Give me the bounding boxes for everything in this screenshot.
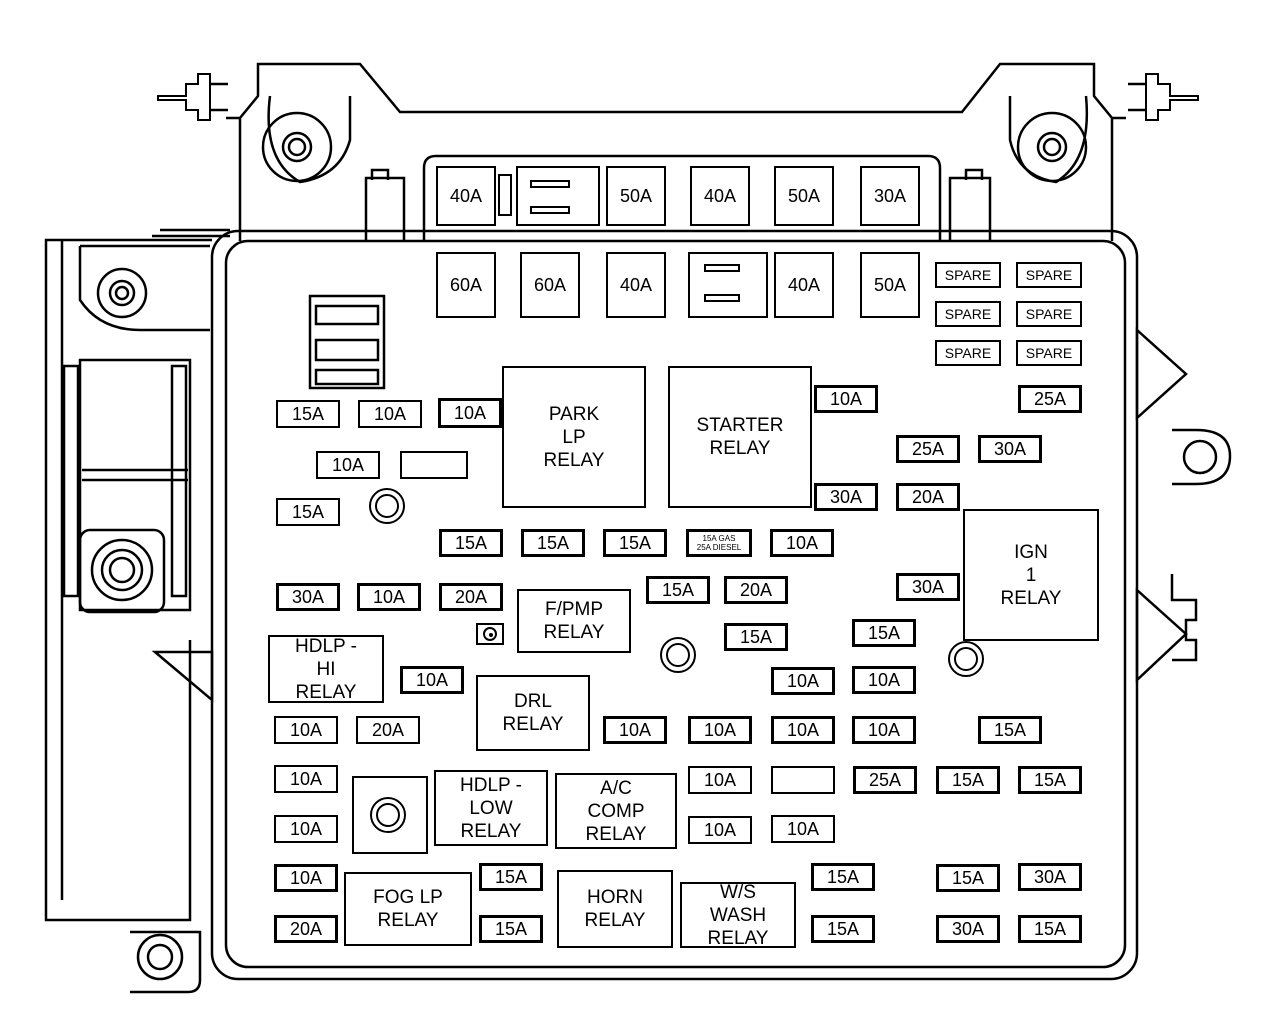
maxi-fuse: 50A	[774, 166, 834, 226]
fuse: 15A	[276, 498, 340, 526]
fuse: 10A	[688, 816, 752, 844]
fuse: 10A	[688, 716, 752, 744]
maxi-fuse: 50A	[606, 166, 666, 226]
diode-terminal	[704, 264, 740, 272]
diode-slot	[688, 252, 768, 318]
fuse: 10A	[316, 451, 380, 479]
fuse: 15A	[811, 863, 875, 891]
fuse: 20A	[439, 583, 503, 611]
fuse: 10A	[438, 398, 502, 428]
fuse: 10A	[688, 766, 752, 794]
fuse: 10A	[771, 815, 835, 843]
fuse: 25A	[896, 435, 960, 463]
gas-diesel-fuse: 15A GAS 25A DIESEL	[686, 529, 752, 557]
fuse: 10A	[274, 815, 338, 843]
fuse: 25A	[853, 766, 917, 794]
maxi-fuse: 60A	[436, 252, 496, 318]
fuse: 30A	[896, 573, 960, 601]
diesel-fuse-label: 25A DIESEL	[696, 543, 742, 552]
fuse: 20A	[356, 716, 420, 744]
ac-comp-relay: A/C COMP RELAY	[555, 773, 677, 849]
fuse: 10A	[400, 666, 464, 694]
maxi-fuse-slot	[498, 174, 512, 216]
mounting-hole	[369, 488, 405, 524]
spare-fuse-slot: SPARE	[1016, 301, 1082, 327]
ws-wash-relay: W/S WASH RELAY	[680, 882, 796, 949]
fuse: 15A	[1018, 766, 1082, 794]
fuse: 30A	[276, 583, 340, 611]
empty-fuse-slot	[400, 451, 468, 479]
spare-fuse-slot: SPARE	[935, 262, 1001, 288]
fuse: 10A	[771, 667, 835, 695]
maxi-fuse: 40A	[690, 166, 750, 226]
hdlp-hi-relay: HDLP - HI RELAY	[268, 635, 384, 703]
park-lp-relay: PARK LP RELAY	[502, 366, 646, 508]
fuse: 15A	[439, 529, 503, 557]
fuse: 20A	[274, 915, 338, 943]
fog-lp-relay: FOG LP RELAY	[344, 872, 472, 946]
fuse: 30A	[814, 483, 878, 511]
fuse: 15A	[276, 400, 340, 428]
diode-slot	[516, 166, 600, 226]
fuse: 10A	[274, 864, 338, 892]
fuse: 15A	[852, 619, 916, 647]
spare-fuse-slot: SPARE	[935, 301, 1001, 327]
fuse: 10A	[603, 716, 667, 744]
small-diode-circle	[483, 627, 497, 641]
drl-relay: DRL RELAY	[476, 675, 590, 751]
maxi-fuse: 40A	[606, 252, 666, 318]
fuse: 15A	[978, 716, 1042, 744]
maxi-fuse: 40A	[436, 166, 496, 226]
fuse: 30A	[1018, 863, 1082, 891]
fuse: 15A	[1018, 915, 1082, 943]
fuse: 10A	[274, 765, 338, 793]
hdlp-low-relay: HDLP - LOW RELAY	[434, 770, 548, 846]
fuse: 10A	[357, 583, 421, 611]
mounting-hole	[660, 637, 696, 673]
fuse: 10A	[770, 529, 834, 557]
mounting-hole	[370, 797, 406, 833]
fuse: 15A	[479, 915, 543, 943]
fuse: 15A	[724, 623, 788, 651]
fuse: 30A	[978, 435, 1042, 463]
fuse: 15A	[936, 864, 1000, 892]
maxi-fuse: 50A	[860, 252, 920, 318]
maxi-fuse: 60A	[520, 252, 580, 318]
mounting-hole	[948, 641, 984, 677]
gas-fuse-label: 15A GAS	[702, 534, 736, 543]
fuse: 15A	[936, 766, 1000, 794]
fpmp-relay: F/PMP RELAY	[517, 589, 631, 653]
maxi-fuse: 40A	[774, 252, 834, 318]
fuse: 10A	[274, 716, 338, 744]
diode-terminal	[704, 294, 740, 302]
diode-terminal	[530, 206, 570, 214]
fuse: 10A	[852, 716, 916, 744]
horn-relay: HORN RELAY	[557, 870, 673, 948]
fuse: 15A	[603, 529, 667, 557]
spare-fuse-slot: SPARE	[935, 340, 1001, 366]
fuse: 10A	[814, 385, 878, 413]
starter-relay: STARTER RELAY	[668, 366, 812, 508]
diode-terminal	[530, 180, 570, 188]
fuse: 15A	[521, 529, 585, 557]
ign-1-relay: IGN 1 RELAY	[963, 509, 1099, 641]
spare-fuse-slot: SPARE	[1016, 340, 1082, 366]
empty-fuse-slot	[771, 766, 835, 794]
fuse: 20A	[724, 576, 788, 604]
fuse: 10A	[358, 400, 422, 428]
maxi-fuse: 30A	[860, 166, 920, 226]
spare-fuse-slot: SPARE	[1016, 262, 1082, 288]
fuse: 10A	[771, 716, 835, 744]
fuse: 15A	[479, 863, 543, 891]
fuse: 10A	[852, 666, 916, 694]
fuse: 30A	[936, 915, 1000, 943]
fuse: 15A	[811, 915, 875, 943]
fuse: 15A	[646, 576, 710, 604]
fuse: 25A	[1018, 385, 1082, 413]
fuse: 20A	[896, 483, 960, 511]
